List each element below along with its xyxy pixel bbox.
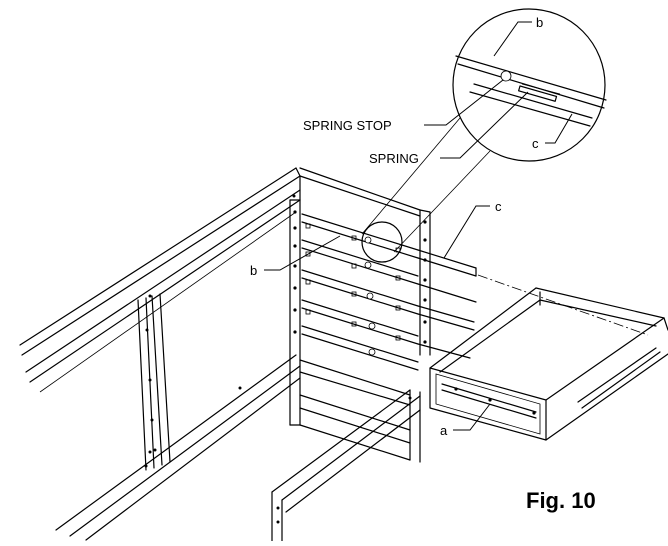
drawer-rails (301, 213, 477, 371)
detail-magnifier (361, 8, 607, 263)
figure-caption: Fig. 10 (526, 488, 596, 513)
label-spring-stop: SPRING STOP (303, 118, 392, 133)
leaders (264, 21, 573, 431)
label-c-rail: c (495, 199, 502, 214)
label-b-detail: b (536, 15, 543, 30)
left-frame (19, 167, 301, 541)
label-spring: SPRING (369, 151, 419, 166)
cabinet-frame (289, 167, 431, 463)
lower-front-rail (271, 389, 421, 542)
label-b-rail: b (250, 263, 257, 278)
drawer (429, 287, 668, 441)
label-c-detail: c (532, 136, 539, 151)
label-a: a (440, 423, 448, 438)
